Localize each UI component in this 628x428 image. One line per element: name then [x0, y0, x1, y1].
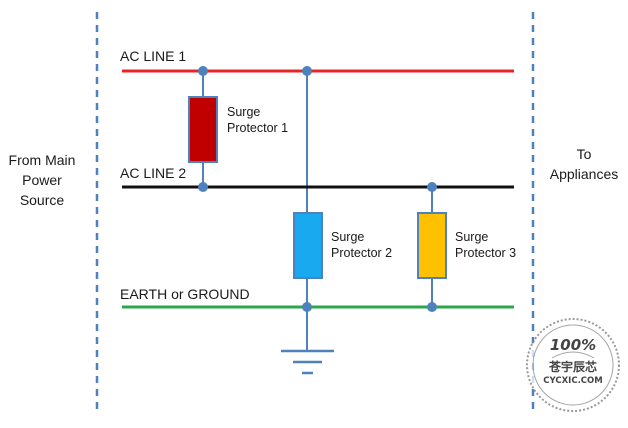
- protector-1-label-line1: Surge: [227, 105, 261, 119]
- ac-line-2-label: AC LINE 2: [120, 165, 187, 181]
- source-text-line3: Source: [19, 192, 65, 208]
- protector-3-label-line2: Protector 3: [455, 246, 517, 260]
- junction-node: [302, 302, 312, 312]
- surge-protector-2-box: [293, 212, 323, 279]
- source-text-line2: Power: [22, 172, 62, 188]
- protector-2-label-line2: Protector 2: [331, 246, 393, 260]
- watermark-stamp: [526, 318, 620, 412]
- watermark-chinese: 苍宇辰芯: [548, 360, 597, 374]
- watermark-domain: CYCXIC.COM: [543, 376, 603, 386]
- surge-protector-3-box: [417, 212, 447, 279]
- ac-line-1-label: AC LINE 1: [120, 48, 187, 64]
- protector-1-label-line2: Protector 1: [227, 121, 289, 135]
- junction-node: [427, 182, 437, 192]
- appliances-text-line1: To: [576, 146, 592, 162]
- protector-3-label-line1: Surge: [455, 230, 489, 244]
- earth-label: EARTH or GROUND: [120, 286, 250, 302]
- junction-node: [427, 302, 437, 312]
- protector-2-label-line1: Surge: [331, 230, 365, 244]
- appliances-text-line2: Appliances: [549, 166, 619, 182]
- junction-node: [302, 66, 312, 76]
- junction-node: [198, 66, 208, 76]
- ground-symbol: [281, 349, 334, 375]
- junction-node: [198, 182, 208, 192]
- surge-protector-1-box: [188, 96, 218, 163]
- watermark-percent: 100%: [549, 336, 597, 354]
- source-text-line1: From Main: [8, 152, 76, 168]
